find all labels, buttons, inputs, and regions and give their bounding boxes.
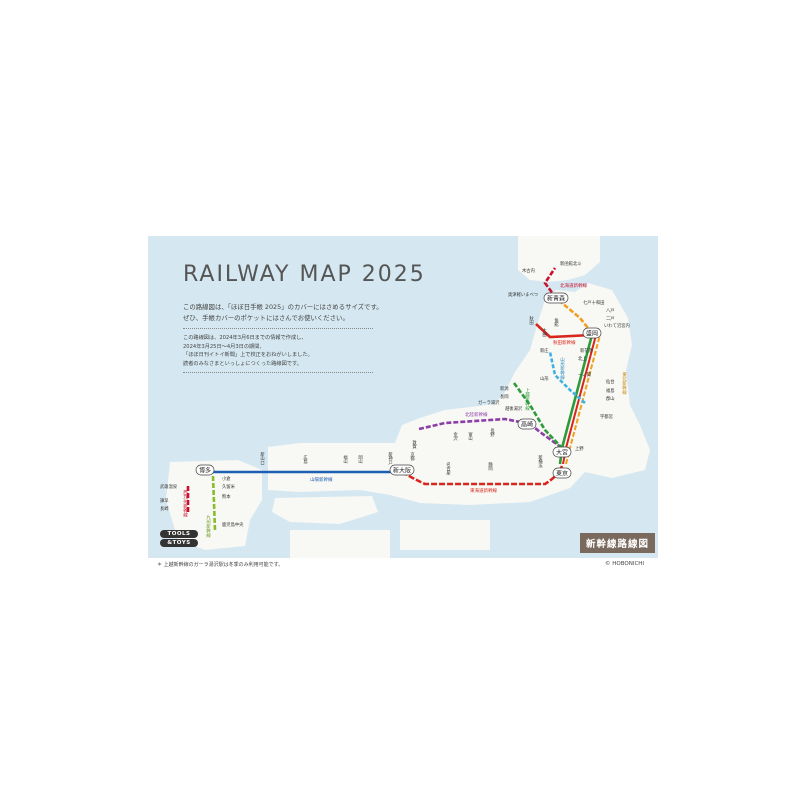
station-label: 角館 — [554, 317, 559, 328]
station-label: 小倉 — [222, 475, 231, 482]
station-label: 富山 — [468, 431, 473, 442]
major-station-marker — [543, 292, 569, 304]
railway-map-card: 山陽新幹線東海道新幹線北陸新幹線北海道新幹線秋田新幹線上越新幹線東北新幹線山形新… — [148, 236, 658, 558]
major-station-label: 新大阪 — [393, 467, 411, 475]
major-station-label: 新青森 — [547, 295, 565, 303]
major-station-label: 東京 — [556, 470, 568, 478]
station-label: 長野 — [490, 428, 495, 438]
station-label: 金沢 — [453, 431, 458, 442]
hokuriku-line — [418, 417, 563, 450]
note-line: 読者のみなさまといっしょにつくった路線図です。 — [183, 360, 302, 367]
station-label: 熊本 — [222, 493, 231, 500]
note-line: 2024年3月25日～4月3日の期間、 — [183, 343, 265, 350]
station-label: 久留米 — [222, 483, 236, 490]
station-label: 秋田 — [529, 315, 534, 326]
station-label: 京都 — [410, 451, 415, 462]
line-label-hokkaido: 北海道新幹線 — [560, 282, 587, 289]
akita-line — [535, 323, 593, 339]
description: この路線図は、「ほぼ日手帳 2025」のカバーにはさめるサイズです。 ぜひ、手帳… — [183, 302, 383, 324]
logo-line: &TOYS — [160, 539, 198, 547]
station-label: 八戸 — [606, 308, 615, 314]
footnote: ＊ 上越新幹線のガーラ湯沢駅は冬季のみ利用可能です。 — [157, 562, 284, 568]
station-label: 鹿児島中央 — [222, 521, 244, 528]
logo-line: TOOLS — [160, 530, 198, 538]
legend-label: 新幹線路線図 — [579, 533, 655, 553]
station-label: 新山口 — [260, 451, 265, 466]
note-line: この路線図は、2024年3月6日までの情報で作成し、 — [183, 335, 307, 341]
description-line: ぜひ、手帳カバーのポケットにはさんでお使いください。 — [183, 314, 349, 322]
station-label: 奥津軽いまべつ — [508, 291, 538, 298]
line-label-hokuriku: 北陸新幹線 — [465, 411, 488, 418]
station-labels: 山陽新幹線東海道新幹線北陸新幹線北海道新幹線秋田新幹線上越新幹線東北新幹線山形新… — [160, 260, 630, 538]
station-label: 諫早 — [160, 497, 169, 504]
major-station-marker — [195, 464, 215, 476]
station-label: 広島 — [303, 454, 308, 465]
hokkaido-land — [518, 236, 600, 282]
station-label: 静岡 — [488, 461, 493, 472]
line-label-yamagata: 山形新幹線 — [560, 356, 565, 380]
line-label-nishikyushu: 西九州新幹線 — [183, 490, 188, 517]
station-label: 長崎 — [160, 505, 169, 512]
line-label-akita: 秋田新幹線 — [553, 339, 576, 346]
island-box — [290, 530, 390, 558]
station-label: 仙台 — [606, 378, 615, 385]
major-station-marker — [582, 327, 602, 339]
hokkaido-line — [543, 267, 558, 299]
major-station-label: 盛岡 — [586, 330, 598, 338]
station-label: 新庄 — [540, 347, 549, 354]
note: この路線図は、2024年3月6日までの情報で作成し、 2024年3月25日～4月… — [183, 334, 313, 368]
page-title: RAILWAY MAP 2025 — [183, 262, 426, 287]
japan-shinkansen-map: 山陽新幹線東海道新幹線北陸新幹線北海道新幹線秋田新幹線上越新幹線東北新幹線山形新… — [160, 236, 650, 558]
line-label-tohoku: 東北新幹線 — [622, 371, 627, 395]
station-label: 大曲 — [542, 327, 547, 338]
station-label: 新潟 — [500, 385, 509, 392]
line-label-sanyo: 山陽新幹線 — [310, 476, 333, 483]
line-label-tokaido: 東海道新幹線 — [470, 487, 497, 494]
divider — [183, 372, 373, 373]
line-label-joetsu: 上越新幹線 — [525, 387, 530, 411]
station-label: 敦賀 — [412, 439, 417, 450]
station-label: 長岡 — [500, 394, 509, 400]
major-station-label: 高崎 — [521, 421, 533, 429]
station-label: 越後湯沢 — [505, 405, 523, 412]
major-station-marker — [552, 467, 572, 479]
major-station-label: 大宮 — [556, 449, 568, 457]
major-station-marker — [552, 446, 572, 458]
station-label: 一ノ関 — [578, 372, 591, 378]
major-station-marker — [389, 464, 415, 476]
description-line: この路線図は、「ほぼ日手帳 2025」のカバーにはさめるサイズです。 — [183, 303, 383, 311]
station-label: 新函館北斗 — [560, 260, 582, 267]
station-label: 宇都宮 — [600, 413, 613, 420]
kyushu-line — [211, 475, 217, 531]
station-label: 郡山 — [606, 395, 615, 402]
shikoku-land — [272, 496, 378, 524]
station-label: 山形 — [540, 375, 549, 382]
station-label: 上野 — [575, 445, 584, 452]
divider — [183, 328, 373, 329]
station-label: いわて沼宮内 — [604, 322, 630, 329]
line-label-kyushu: 九州新幹線 — [206, 514, 211, 538]
major-station-marker — [517, 418, 537, 430]
station-label: 新神戸 — [388, 451, 393, 467]
station-label: 七戸十和田 — [583, 299, 604, 306]
tools-and-toys-logo: TOOLS &TOYS — [160, 530, 198, 548]
tohoku-line-yellow — [565, 334, 601, 465]
station-label: 岡山 — [358, 455, 363, 465]
station-label: 北上 — [578, 355, 587, 362]
station-label: 木古内 — [522, 267, 535, 274]
station-label: 名古屋 — [446, 461, 451, 477]
station-label: 福島 — [606, 387, 615, 394]
station-label: 新横浜 — [538, 454, 543, 470]
yamagata-line — [548, 351, 586, 404]
station-label: ガーラ湯沢 — [478, 399, 500, 406]
copyright: © HOBONICHI — [605, 561, 645, 567]
island-box — [400, 520, 490, 550]
station-label: 二戸 — [606, 316, 615, 322]
note-line: 「ほぼ日刊イトイ新聞」上で校正をおねがいしました。 — [183, 352, 313, 359]
major-station-label: 博多 — [199, 467, 211, 475]
station-label: 福山 — [343, 454, 348, 465]
station-label: 新花巻 — [580, 347, 594, 354]
station-label: 武雄温泉 — [160, 483, 178, 490]
